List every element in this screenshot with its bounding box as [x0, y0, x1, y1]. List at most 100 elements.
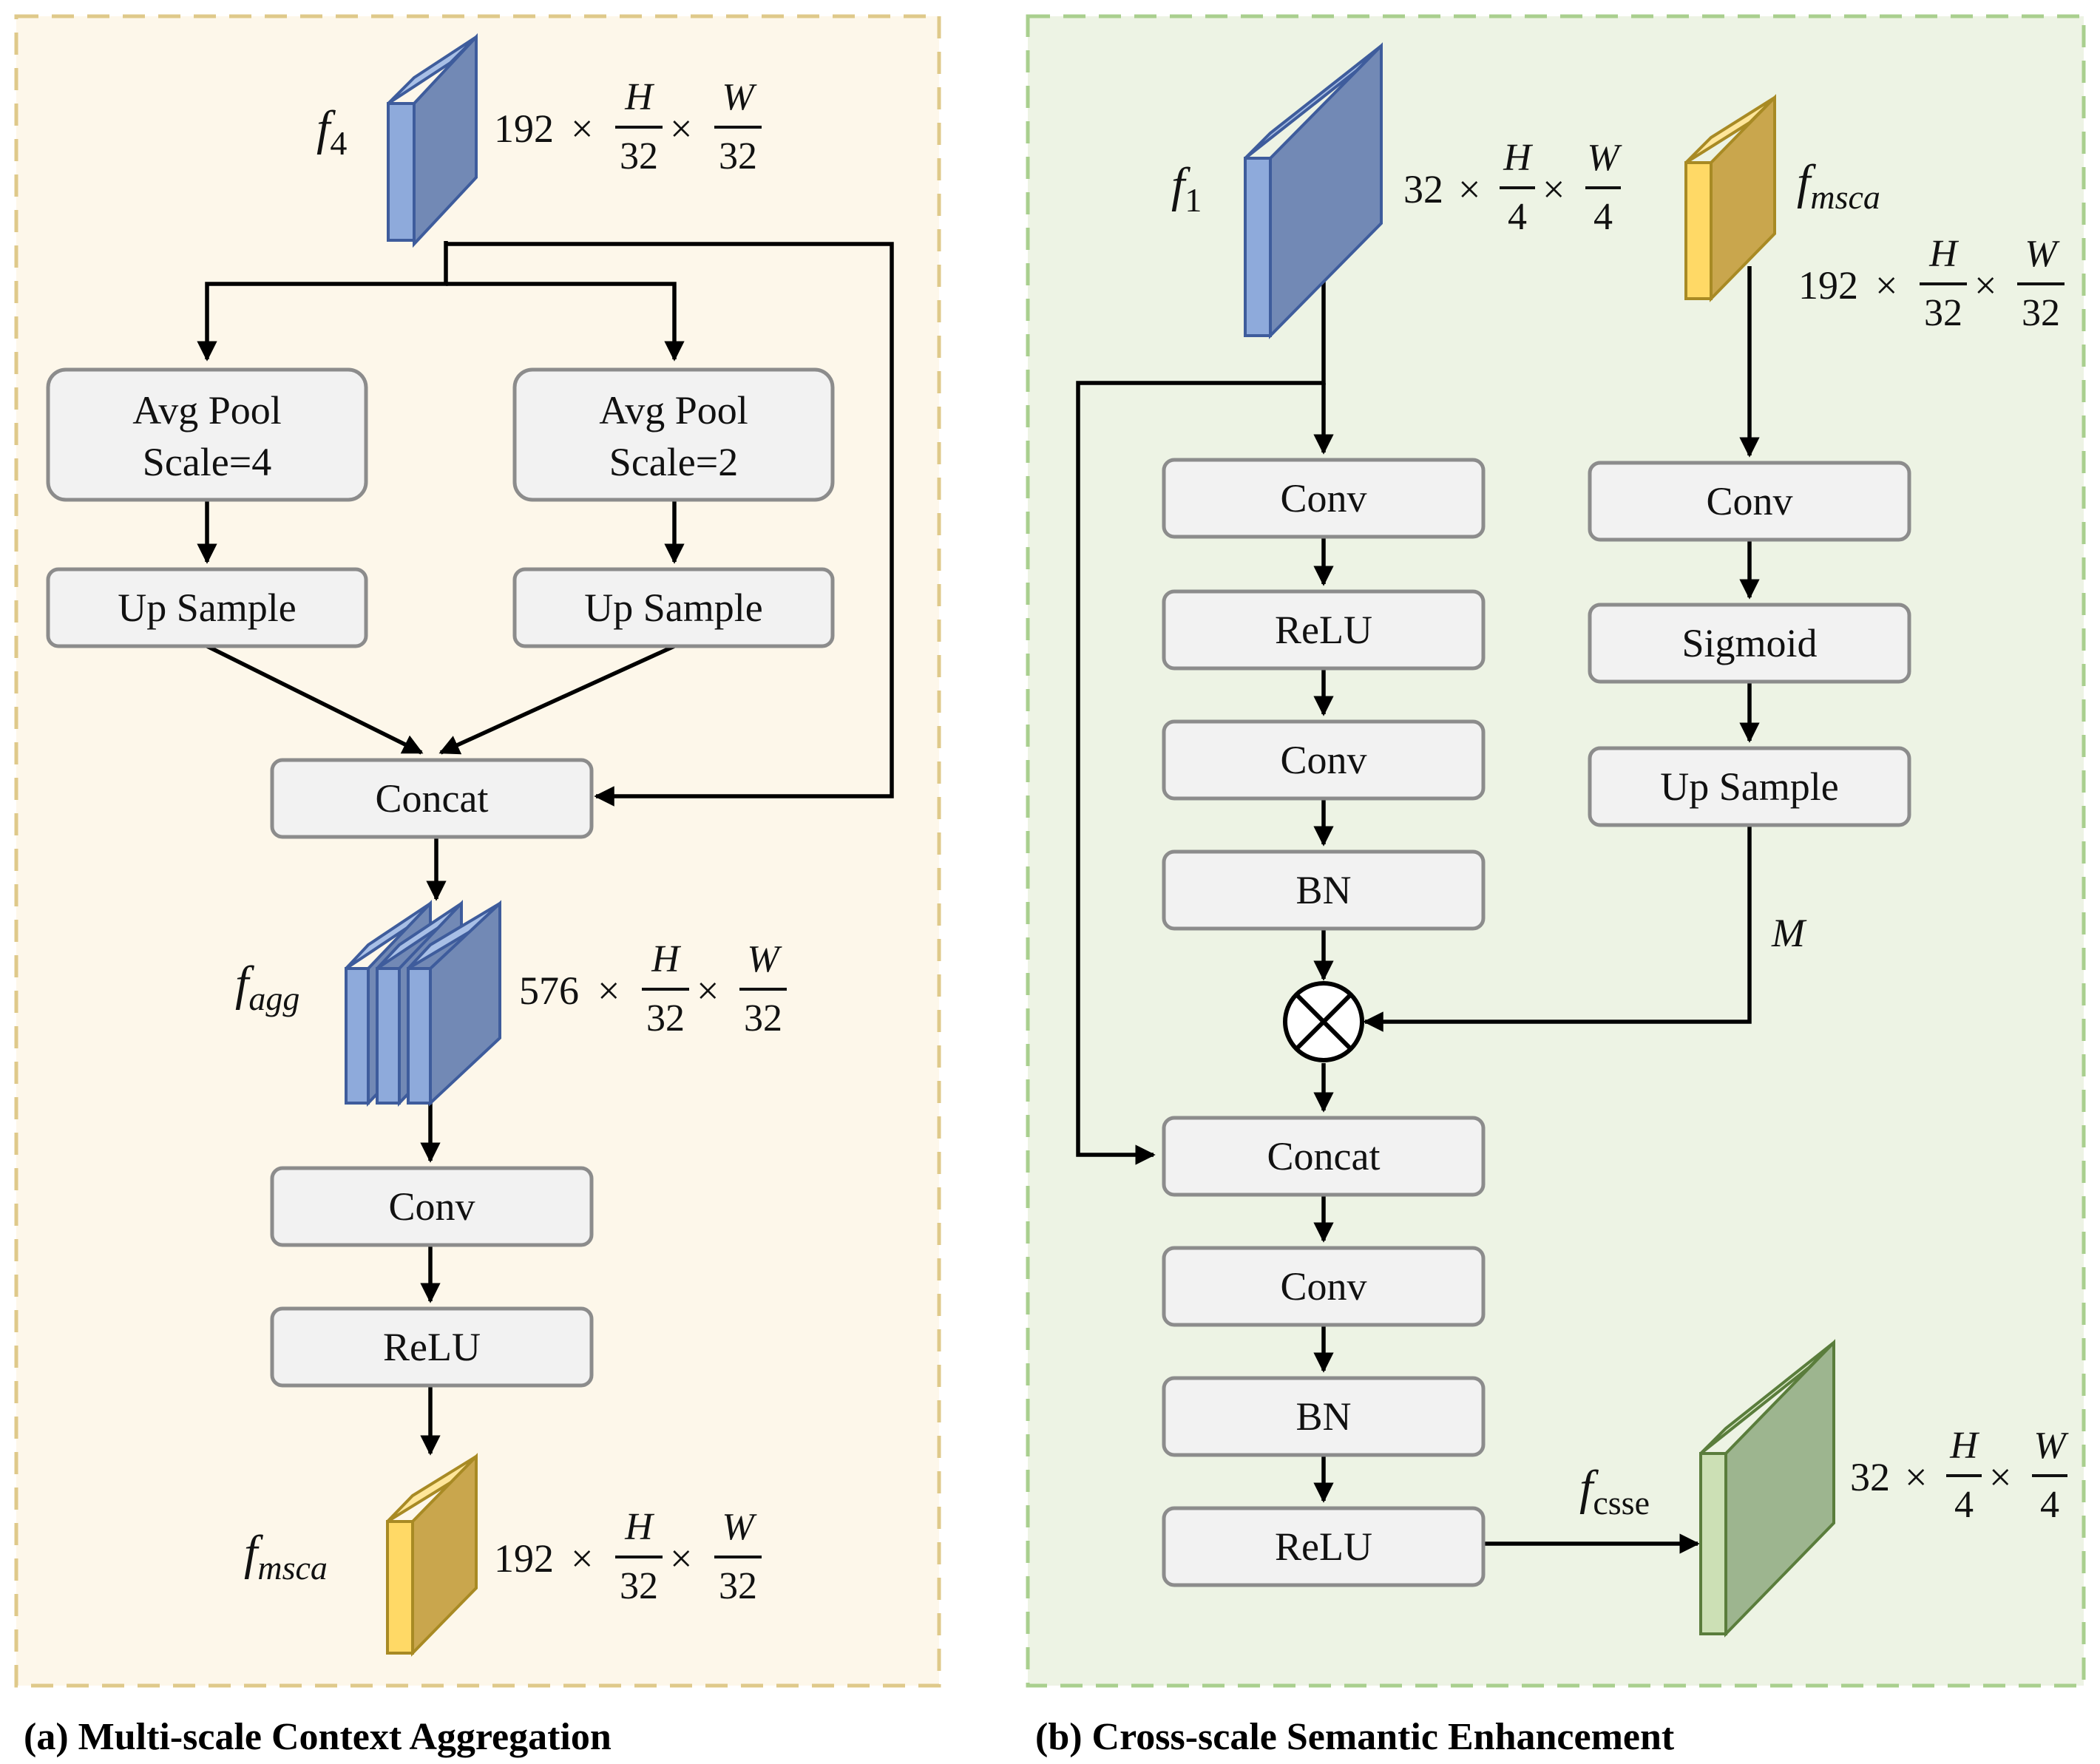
bn-label: BN	[1295, 1394, 1351, 1439]
tensor-f1	[1244, 42, 1383, 339]
fmsca-a-w: W	[722, 1506, 757, 1548]
panel-b-connectors	[1076, 266, 1760, 1554]
relu-box-b1: ReLU	[1162, 589, 1486, 671]
fagg-w-div: 32	[744, 997, 782, 1039]
up-sample-label: Up Sample	[118, 586, 296, 630]
relu-box-a: ReLU	[270, 1306, 594, 1388]
panel-b-caption: (b) Cross-scale Semantic Enhancement	[1035, 1716, 1675, 1758]
tensor-fagg	[345, 900, 501, 1107]
fcsse-w: W	[2033, 1425, 2069, 1467]
fmsca-b-h: H	[1928, 233, 1959, 275]
bn-box-b1: BN	[1162, 849, 1486, 931]
svg-text:×: ×	[571, 1536, 593, 1581]
conv-box-b3: Conv	[1162, 1246, 1486, 1327]
conv-box-m: Conv	[1588, 461, 1911, 542]
svg-text:×: ×	[1542, 167, 1565, 211]
panel-a-caption: (a) Multi-scale Context Aggregation	[24, 1716, 612, 1758]
f1-w: W	[1587, 137, 1622, 179]
fagg-w: W	[747, 938, 782, 980]
bn-box-b2: BN	[1162, 1376, 1486, 1457]
fagg-h-div: 32	[646, 997, 685, 1039]
fmsca-b-w-div: 32	[2022, 292, 2060, 334]
fcsse-shape-formula: 32 × H 4 × W 4	[1850, 1425, 2069, 1526]
f1-h-div: 4	[1508, 196, 1527, 238]
fcsse-symbol: fcsse	[1579, 1461, 1650, 1522]
fmsca-b-h-div: 32	[1924, 292, 1962, 334]
f4-w: W	[722, 76, 757, 118]
relu-label: ReLU	[383, 1325, 481, 1369]
fmsca-b-channels: 192	[1798, 263, 1858, 308]
tensor-fmsca-a	[386, 1453, 478, 1657]
avg-pool-label: Avg Pool	[599, 388, 748, 432]
svg-text:×: ×	[670, 1536, 692, 1581]
f1-h: H	[1503, 137, 1533, 179]
conv-box-b1: Conv	[1162, 458, 1486, 539]
sigmoid-box: Sigmoid	[1588, 603, 1911, 684]
fmsca-b-shape-formula: 192 × H 32 × W 32	[1798, 233, 2065, 334]
conv-label: Conv	[1280, 476, 1366, 520]
f1-symbol: f1	[1171, 158, 1202, 219]
fmsca-b-w: W	[2025, 233, 2060, 275]
scale-label: Scale=4	[143, 440, 271, 484]
avg-pool-scale-4-box: Avg Pool Scale=4	[46, 367, 368, 502]
up-sample-left-box: Up Sample	[46, 567, 368, 648]
tensor-fmsca-b	[1684, 94, 1776, 302]
panel-a-connectors	[197, 241, 894, 1456]
f4-h-div: 32	[620, 135, 658, 177]
concat-box-a: Concat	[270, 758, 594, 839]
panel-b: Conv ReLU Conv BN Concat Conv B	[1026, 14, 2086, 1758]
svg-text:×: ×	[1974, 263, 1996, 308]
svg-text:×: ×	[1875, 263, 1897, 308]
fcsse-h: H	[1949, 1425, 1979, 1467]
conv-label: Conv	[388, 1184, 475, 1229]
tensor-fcsse	[1699, 1339, 1835, 1638]
f1-shape-formula: 32 × H 4 × W 4	[1403, 137, 1622, 238]
sigmoid-label: Sigmoid	[1681, 621, 1817, 665]
fcsse-h-div: 4	[1954, 1484, 1974, 1526]
conv-box-a: Conv	[270, 1166, 594, 1247]
panel-a-background	[14, 14, 941, 1688]
up-sample-label: Up Sample	[1660, 764, 1838, 809]
svg-text:×: ×	[1458, 167, 1480, 211]
f4-shape-formula: 192 × H 32 × W 32	[494, 76, 762, 177]
fmsca-a-symbol: fmsca	[244, 1526, 328, 1587]
fagg-channels: 576	[519, 968, 579, 1013]
conv-label: Conv	[1706, 479, 1792, 523]
up-sample-label: Up Sample	[584, 586, 762, 630]
panel-a: Avg Pool Scale=4 Avg Pool Scale=2 Up Sam…	[14, 14, 941, 1758]
conv-label: Conv	[1280, 1264, 1366, 1309]
fagg-h: H	[651, 938, 681, 980]
f4-channels: 192	[494, 106, 554, 151]
relu-label: ReLU	[1275, 1524, 1372, 1569]
fagg-shape-formula: 576 × H 32 × W 32	[519, 938, 787, 1039]
up-sample-box-b: Up Sample	[1588, 746, 1911, 827]
f4-w-div: 32	[719, 135, 757, 177]
conv-box-b2: Conv	[1162, 719, 1486, 801]
fmsca-a-w-div: 32	[719, 1565, 757, 1607]
relu-box-b2: ReLU	[1162, 1506, 1486, 1587]
f1-w-div: 4	[1593, 196, 1613, 238]
conv-label: Conv	[1280, 738, 1366, 782]
multiply-operator	[1283, 981, 1364, 1062]
f4-h: H	[624, 76, 654, 118]
concat-label: Concat	[376, 776, 489, 821]
up-sample-right-box: Up Sample	[512, 567, 835, 648]
f1-channels: 32	[1403, 167, 1443, 211]
svg-text:×: ×	[1989, 1455, 2011, 1499]
svg-text:×: ×	[1905, 1455, 1927, 1499]
svg-text:×: ×	[597, 968, 620, 1013]
svg-text:×: ×	[697, 968, 719, 1013]
avg-pool-scale-2-box: Avg Pool Scale=2	[512, 367, 835, 502]
avg-pool-label: Avg Pool	[132, 388, 282, 432]
fmsca-a-h: H	[624, 1506, 654, 1548]
svg-text:×: ×	[571, 106, 593, 151]
tensor-f4	[387, 33, 478, 248]
relu-label: ReLU	[1275, 608, 1372, 652]
fcsse-channels: 32	[1850, 1455, 1890, 1499]
svg-text:×: ×	[670, 106, 692, 151]
concat-box-b: Concat	[1162, 1116, 1486, 1197]
mask-label: M	[1771, 911, 1807, 955]
scale-label: Scale=2	[609, 440, 738, 484]
fmsca-a-channels: 192	[494, 1536, 554, 1581]
